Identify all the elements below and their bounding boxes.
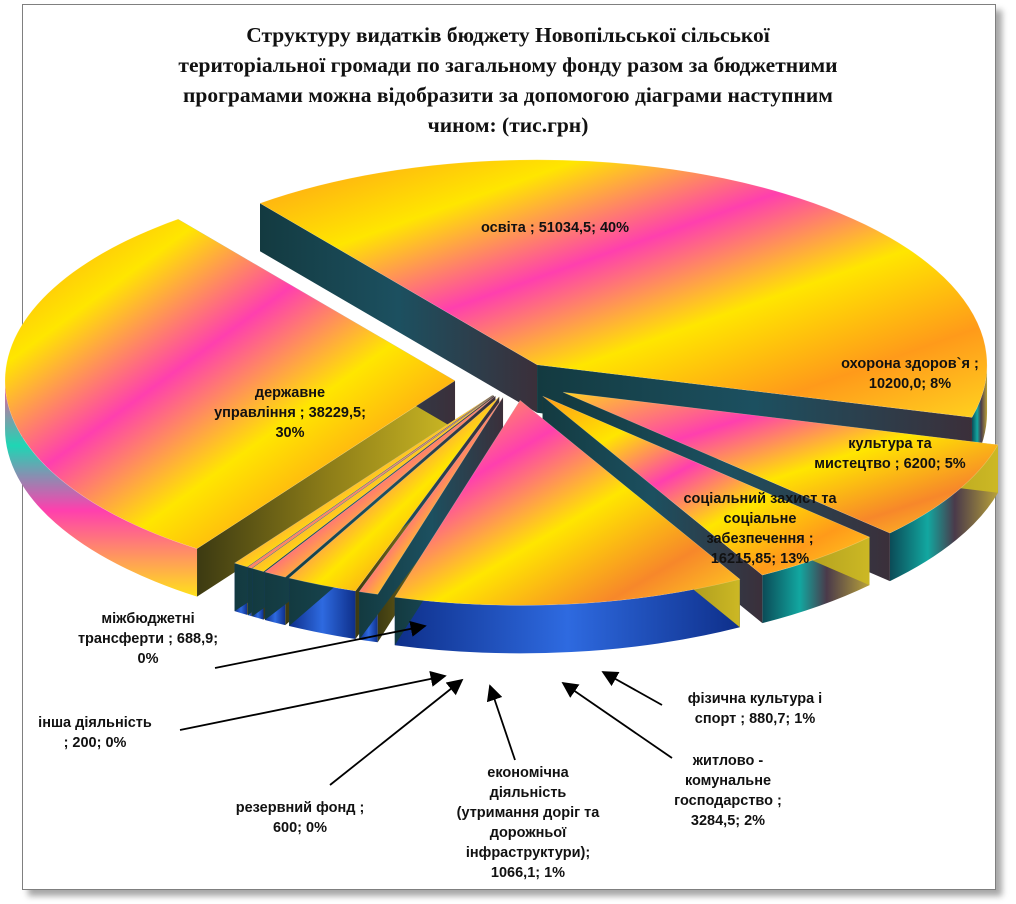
slice-label-11-line-1: державне xyxy=(255,385,325,401)
pie-slice-11 xyxy=(4,218,456,597)
slice-label-5-line-2: спорт ; 880,7; 1% xyxy=(695,711,816,727)
pie-slice-side-11 xyxy=(5,380,198,597)
slice-label-2-line-2: 10200,0; 8% xyxy=(869,376,951,392)
pie-slice-top-6 xyxy=(288,396,500,592)
slice-label-1: освіта ; 51034,5; 40% xyxy=(481,220,629,236)
chart-title-line-3: програмами можна відобразити за допомого… xyxy=(183,83,833,107)
slice-label-4-line-2: соціальне xyxy=(724,511,797,527)
slice-label-7-line-3: (утримання доріг та xyxy=(457,805,601,821)
slice-label-7-line-1: економічна xyxy=(487,765,569,781)
slice-label-11-line-3: 30% xyxy=(275,425,304,441)
slice-label-3-line-1: культура та xyxy=(848,436,932,452)
slice-label-4-line-4: 16215,85; 13% xyxy=(711,551,809,567)
pie-slice-top-9 xyxy=(247,395,494,569)
slice-label-4-line-1: соціальний захист та xyxy=(683,491,837,507)
slice-label-3-line-2: мистецтво ; 6200; 5% xyxy=(814,456,966,472)
leader-line-9 xyxy=(179,670,447,731)
slice-label-6-line-3: господарство ; xyxy=(674,793,782,809)
leader-line-5 xyxy=(601,671,663,706)
chart-title-line-1: Структуру видатків бюджету Новопільської… xyxy=(246,23,770,47)
slice-label-5-line-1: фізична культура і xyxy=(688,691,822,707)
pie-slice-side-4 xyxy=(394,579,740,654)
slice-label-4-line-3: забезпечення ; xyxy=(706,531,813,547)
slice-label-7-line-6: 1066,1; 1% xyxy=(491,865,565,881)
pie-slice-top-7 xyxy=(264,395,496,578)
leader-line-10 xyxy=(214,620,427,669)
chart-title: Структуру видатків бюджету Новопільської… xyxy=(100,20,916,140)
slice-label-8: резервний фонд ; 600; 0% xyxy=(236,800,365,836)
pie-slice-top-8 xyxy=(251,395,495,572)
slice-label-9: інша діяльність ; 200; 0% xyxy=(38,715,152,751)
slice-label-2: охорона здоров`я ; 10200,0; 8% xyxy=(841,356,979,392)
slice-label-10-line-3: 0% xyxy=(138,651,159,667)
pie-slice-top-1 xyxy=(259,159,988,418)
slice-label-10-line-1: міжбюджетні xyxy=(101,611,194,627)
slice-label-7-line-5: інфраструктури); xyxy=(466,845,590,861)
slice-label-2-line-1: охорона здоров`я ; xyxy=(841,356,979,372)
slice-label-5: фізична культура і спорт ; 880,7; 1% xyxy=(688,691,822,727)
pie-slice-top-11 xyxy=(4,218,456,550)
slice-label-6-line-2: комунальне xyxy=(685,773,771,789)
slice-label-4: соціальний захист та соціальне забезпеченн… xyxy=(683,491,837,567)
pie-slice-4 xyxy=(394,399,741,654)
leader-line-8 xyxy=(329,678,464,786)
chart-title-line-2: територіальної громади по загальному фон… xyxy=(178,53,838,77)
leader-line-6 xyxy=(561,681,673,759)
chart-title-line-4: чином: (тис.грн) xyxy=(427,113,589,137)
slice-label-1-line-1: освіта ; 51034,5; 40% xyxy=(481,220,629,236)
pie-slice-face-a-1 xyxy=(259,203,538,413)
slice-label-6: житлово - комунальне господарство ; 3284,5;… xyxy=(674,753,782,829)
slice-label-7-line-4: дорожньої xyxy=(490,825,567,841)
pie-slice-side-1 xyxy=(971,364,988,466)
slice-label-8-line-2: 600; 0% xyxy=(273,820,327,836)
pie-slice-top-10 xyxy=(233,394,493,568)
slice-label-7-line-2: діяльність xyxy=(490,785,567,801)
slice-label-3: культура та мистецтво ; 6200; 5% xyxy=(814,436,966,472)
pie-slice-top-2 xyxy=(562,391,999,534)
slice-label-11-line-2: управління ; 38229,5; xyxy=(214,405,366,421)
slice-label-6-line-4: 3284,5; 2% xyxy=(691,813,765,829)
leader-line-7 xyxy=(486,684,516,761)
slice-label-6-line-1: житлово - xyxy=(692,753,764,769)
slice-label-10-line-2: трансферти ; 688,9; xyxy=(78,631,218,647)
slice-label-8-line-1: резервний фонд ; xyxy=(236,800,365,816)
pie-slice-top-3 xyxy=(542,395,871,576)
pie-slice-top-4 xyxy=(394,399,741,606)
slice-label-11: державне управління ; 38229,5; 30% xyxy=(214,385,366,441)
pie-slice-face-a-11 xyxy=(197,380,456,597)
slice-label-7: економічна діяльність (утримання доріг та д… xyxy=(457,765,601,881)
pie-slice-top-5 xyxy=(358,397,504,595)
slice-label-10: міжбюджетні трансферти ; 688,9; 0% xyxy=(78,611,218,667)
slice-label-9-line-1: інша діяльність xyxy=(38,715,152,731)
slice-label-9-line-2: ; 200; 0% xyxy=(64,735,127,751)
pie-slice-face-b-5 xyxy=(359,397,504,640)
